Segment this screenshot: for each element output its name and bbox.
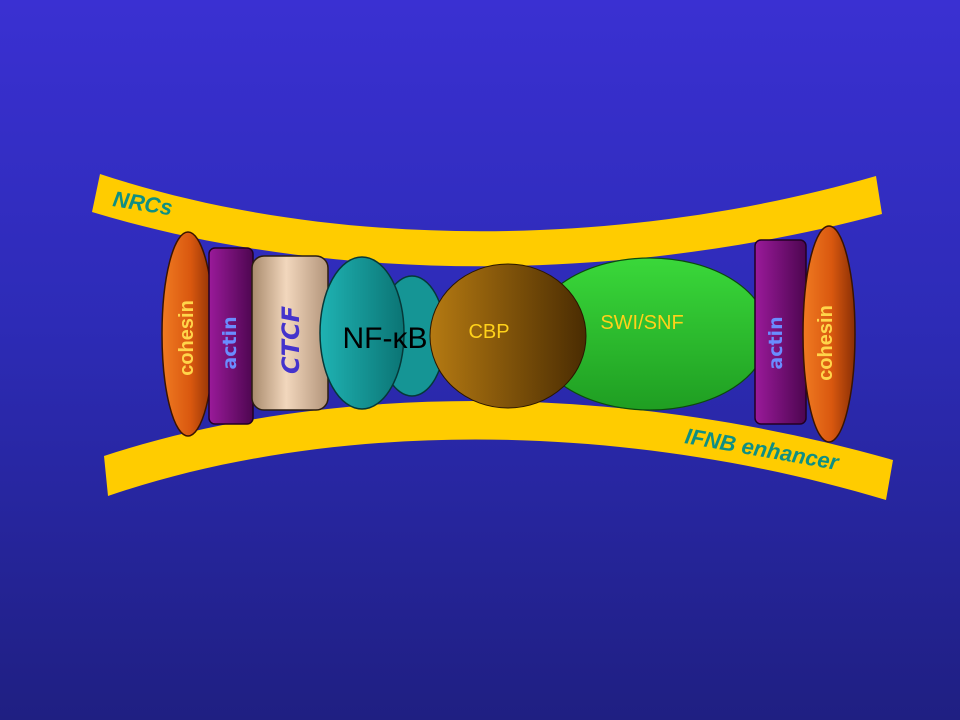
swisnf-label: SWI/SNF (600, 312, 683, 334)
ctcf-label: CTCF (277, 305, 305, 374)
actin-left-label: actin (219, 316, 241, 369)
cohesin-right-label: cohesin (815, 305, 837, 381)
cbp-protein (429, 263, 587, 409)
cbp-label: CBP (468, 321, 509, 343)
cohesin-left-label: cohesin (176, 300, 198, 376)
cohesin-right (802, 225, 856, 443)
nfkb-subunit-front (319, 256, 405, 410)
ifnb-enhancer-strand (104, 400, 893, 500)
actin-right-label: actin (765, 316, 787, 369)
nrcs-strand (92, 174, 882, 267)
nfkb-label: NF-κB (343, 322, 428, 355)
